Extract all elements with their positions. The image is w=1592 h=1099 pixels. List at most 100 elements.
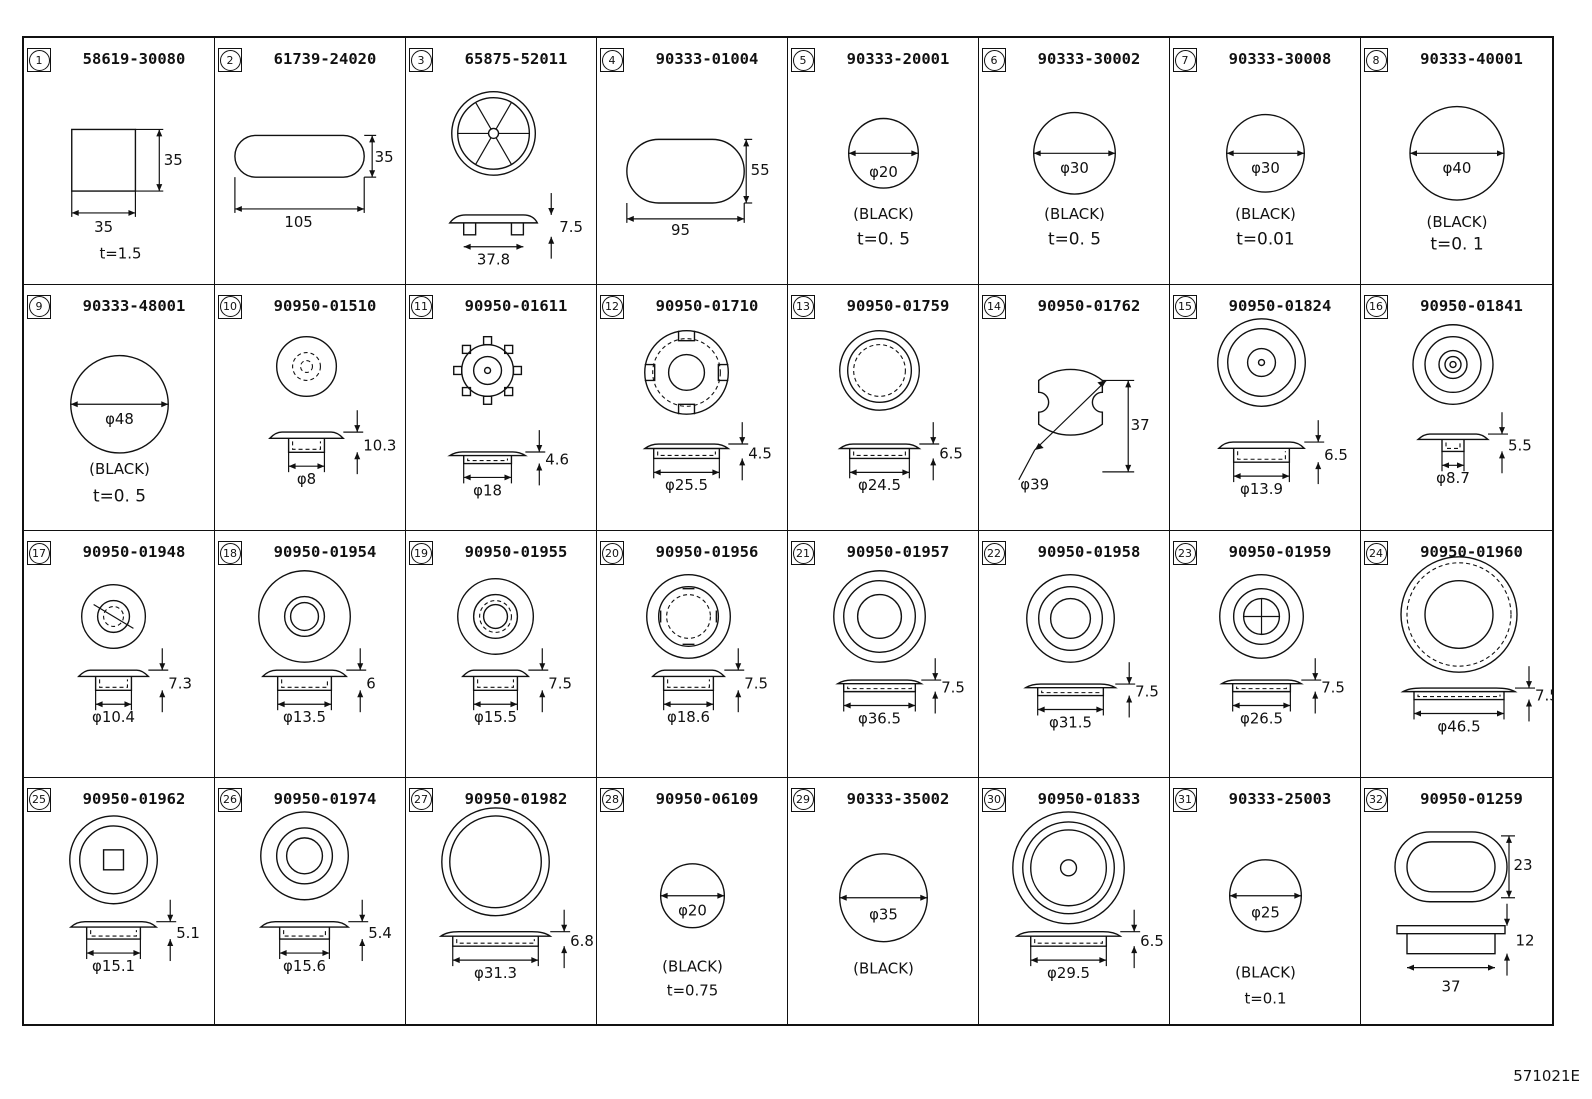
item-number: 5 — [792, 49, 814, 71]
part-drawing: 10.3φ8 — [268, 335, 396, 488]
part-number: 90950-06109 — [655, 789, 759, 808]
dimension-label: φ10.4 — [92, 708, 135, 726]
part-drawing: φ30(BLACK)t=0.01 — [1226, 113, 1305, 249]
dimension-label: φ48 — [105, 410, 134, 428]
dimension-label: 6.8 — [570, 932, 594, 950]
item-number-badge: 7 — [1173, 48, 1197, 72]
dimension-label: φ13.9 — [1240, 480, 1283, 498]
item-number: 32 — [1365, 789, 1387, 810]
part-number: 90950-01259 — [1420, 789, 1523, 808]
part-number: 65875-52011 — [464, 50, 568, 68]
thickness-label: t=0. 5 — [1048, 229, 1101, 249]
item-number: 15 — [1174, 296, 1196, 317]
dimension-label: 4.5 — [748, 444, 772, 462]
item-number-badge: 21 — [791, 541, 815, 565]
part-drawing: φ20(BLACK)t=0. 5 — [847, 117, 920, 249]
dimension-label: 95 — [671, 221, 690, 239]
item-number: 26 — [219, 789, 241, 810]
item-number: 17 — [28, 542, 50, 564]
item-number-badge: 1 — [27, 48, 51, 72]
thickness-label: t=0. 5 — [857, 229, 910, 249]
dimension-label: 10.3 — [363, 436, 396, 454]
dimension-label: 7.3 — [168, 674, 192, 692]
item-number: 18 — [219, 542, 241, 564]
dimension-label: φ25 — [1251, 903, 1280, 921]
item-number: 4 — [601, 49, 623, 71]
dimension-label: 7.5 — [559, 218, 583, 236]
item-number: 6 — [983, 49, 1005, 71]
part-drawing: φ35(BLACK) — [839, 852, 928, 977]
dimension-label: 4.6 — [545, 450, 569, 468]
dimension-label: t=0.75 — [667, 981, 719, 999]
item-number: 2 — [219, 49, 241, 71]
item-number: 19 — [410, 542, 432, 564]
item-number-badge: 11 — [409, 294, 433, 319]
part-number: 90950-01954 — [273, 543, 377, 561]
part-number: 90950-01959 — [1228, 543, 1332, 561]
item-number-badge: 28 — [600, 787, 624, 812]
dimension-label: 7.5 — [548, 674, 572, 692]
item-number: 24 — [1365, 542, 1387, 564]
part-number: 90333-35002 — [846, 789, 950, 808]
item-number-badge: 14 — [982, 294, 1006, 319]
item-number-badge: 2 — [218, 48, 242, 72]
dimension-label: 35 — [375, 148, 394, 166]
part-number: 90950-01956 — [655, 543, 759, 561]
item-number-badge: 13 — [791, 294, 815, 319]
part-drawing: φ48(BLACK)t=0. 5 — [70, 354, 169, 505]
dimension-label: 5.5 — [1508, 436, 1532, 454]
item-number-badge: 16 — [1364, 294, 1388, 319]
item-number-badge: 8 — [1364, 48, 1388, 72]
dimension-label: 23 — [1513, 855, 1532, 873]
thickness-label: t=0. 5 — [93, 485, 146, 505]
item-number: 16 — [1365, 296, 1387, 317]
part-number: 90950-01957 — [846, 543, 950, 561]
part-number: 90950-01955 — [464, 543, 568, 561]
part-drawing: φ25 (BLACK) t=0.1 — [1228, 858, 1303, 1007]
dimension-label: φ30 — [1251, 159, 1280, 177]
item-number-badge: 5 — [791, 48, 815, 72]
part-number: 61739-24020 — [273, 50, 377, 68]
item-number-badge: 25 — [27, 787, 51, 812]
item-number: 8 — [1365, 49, 1387, 71]
dimension-label: t=0.1 — [1244, 989, 1286, 1007]
part-drawing: 7.537.8 — [448, 90, 583, 269]
item-number-badge: 9 — [27, 294, 51, 319]
item-number-badge: 4 — [600, 48, 624, 72]
part-drawing: φ40(BLACK)t=0. 1 — [1409, 105, 1505, 254]
item-number: 25 — [28, 789, 50, 810]
item-number: 7 — [1174, 49, 1196, 71]
part-cell: 29 90333-35002 φ35(BLACK) — [788, 777, 979, 1024]
dimension-label: φ30 — [1060, 159, 1089, 177]
dimension-label: (BLACK) — [1427, 213, 1488, 231]
dimension-label: (BLACK) — [853, 205, 914, 223]
dimension-label: φ20 — [678, 901, 707, 919]
item-number: 12 — [601, 296, 623, 317]
item-number: 22 — [983, 542, 1005, 564]
item-number: 29 — [792, 789, 814, 810]
dimension-label: (BLACK) — [1235, 963, 1296, 981]
